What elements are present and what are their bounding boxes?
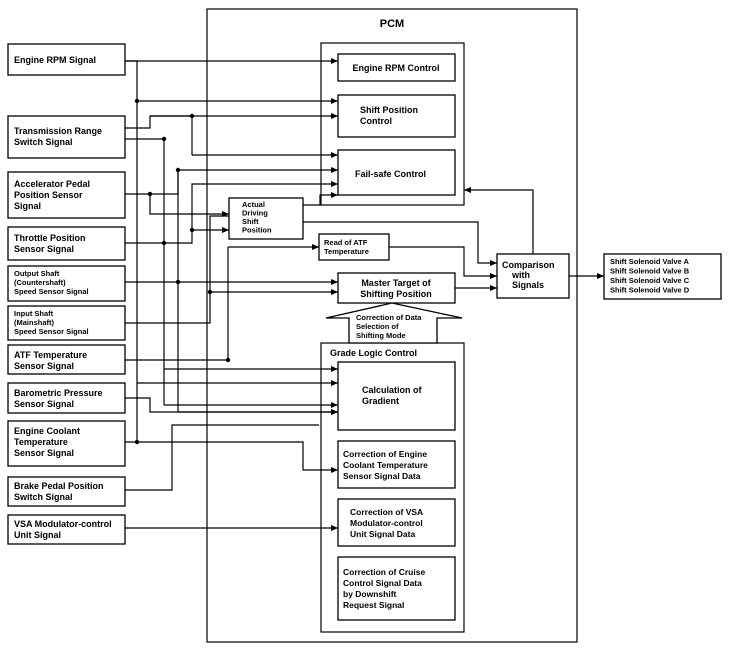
read-of-atf-temperature-box xyxy=(318,233,390,261)
wire-read-to-comparison xyxy=(389,246,497,279)
pcm-frame xyxy=(206,8,578,643)
junction-dot xyxy=(134,98,140,104)
junction-dot xyxy=(225,357,231,363)
input-label-output-shaft: Output Shaft(Countershaft)Speed Sensor S… xyxy=(14,269,89,296)
actual-driving-shift-position-box xyxy=(228,197,304,240)
input-box-transmission-range xyxy=(7,115,126,159)
wire-brake xyxy=(125,424,319,491)
input-label-input-shaft: Input Shaft(Mainshaft)Speed Sensor Signa… xyxy=(14,309,89,336)
input-box-engine-coolant xyxy=(7,420,126,467)
junction-dot xyxy=(161,136,167,142)
junction-dot xyxy=(175,167,181,173)
fail-safe-control-box xyxy=(337,149,456,196)
correction-vsa-box xyxy=(337,498,456,547)
wire-trs-bus xyxy=(125,138,165,405)
wire-actual-to-failsafe xyxy=(303,192,338,206)
junction-dot xyxy=(189,113,195,119)
correction-hollow-arrow xyxy=(325,302,463,344)
wire-comparison-to-failsafe xyxy=(464,187,534,254)
output-box xyxy=(603,253,722,300)
master-target-box xyxy=(337,272,456,304)
wire-tps xyxy=(125,227,229,244)
correction-cruise-box xyxy=(337,556,456,621)
engine-rpm-control-label: Engine RPM Control xyxy=(353,63,440,73)
junction-dot xyxy=(207,289,213,295)
junction-dot xyxy=(175,279,181,285)
junction-dot xyxy=(161,240,167,246)
wire-ect xyxy=(125,441,338,473)
wire-atf xyxy=(125,247,229,361)
signal-wires xyxy=(125,58,604,531)
wire-iss-bus xyxy=(209,215,229,292)
wire-tps-to-failsafe xyxy=(191,181,338,230)
wire-trs xyxy=(125,115,193,155)
engine-rpm-control-box xyxy=(337,53,456,82)
wire-rpm-bus xyxy=(125,60,138,442)
grade-logic-title: Grade Logic Control xyxy=(330,348,417,358)
shift-position-control-box xyxy=(337,94,456,138)
wire-app-to-actual xyxy=(125,193,229,217)
input-box-throttle-position xyxy=(7,226,126,261)
input-box-input-shaft xyxy=(7,305,126,341)
input-label-engine-rpm: Engine RPM Signal xyxy=(14,55,96,65)
junction-dot xyxy=(134,439,140,445)
wire-iss xyxy=(125,289,338,324)
calculation-of-gradient-box xyxy=(337,361,456,431)
junction-dots xyxy=(134,98,231,445)
input-box-output-shaft xyxy=(7,265,126,302)
input-box-vsa xyxy=(7,514,126,545)
input-box-engine-rpm xyxy=(7,43,126,76)
fail-safe-control-label: Fail-safe Control xyxy=(355,169,426,179)
input-boxes xyxy=(7,43,126,545)
control-group-frame xyxy=(320,42,465,206)
junction-dot xyxy=(189,227,195,233)
input-box-brake-pedal xyxy=(7,476,126,507)
wire-actual-to-comparison xyxy=(303,221,497,266)
correction-ect-box xyxy=(337,440,456,489)
junction-dot xyxy=(147,191,153,197)
pcm-title: PCM xyxy=(380,18,404,30)
input-box-accelerator-pedal xyxy=(7,171,126,219)
comparison-box xyxy=(496,253,570,299)
